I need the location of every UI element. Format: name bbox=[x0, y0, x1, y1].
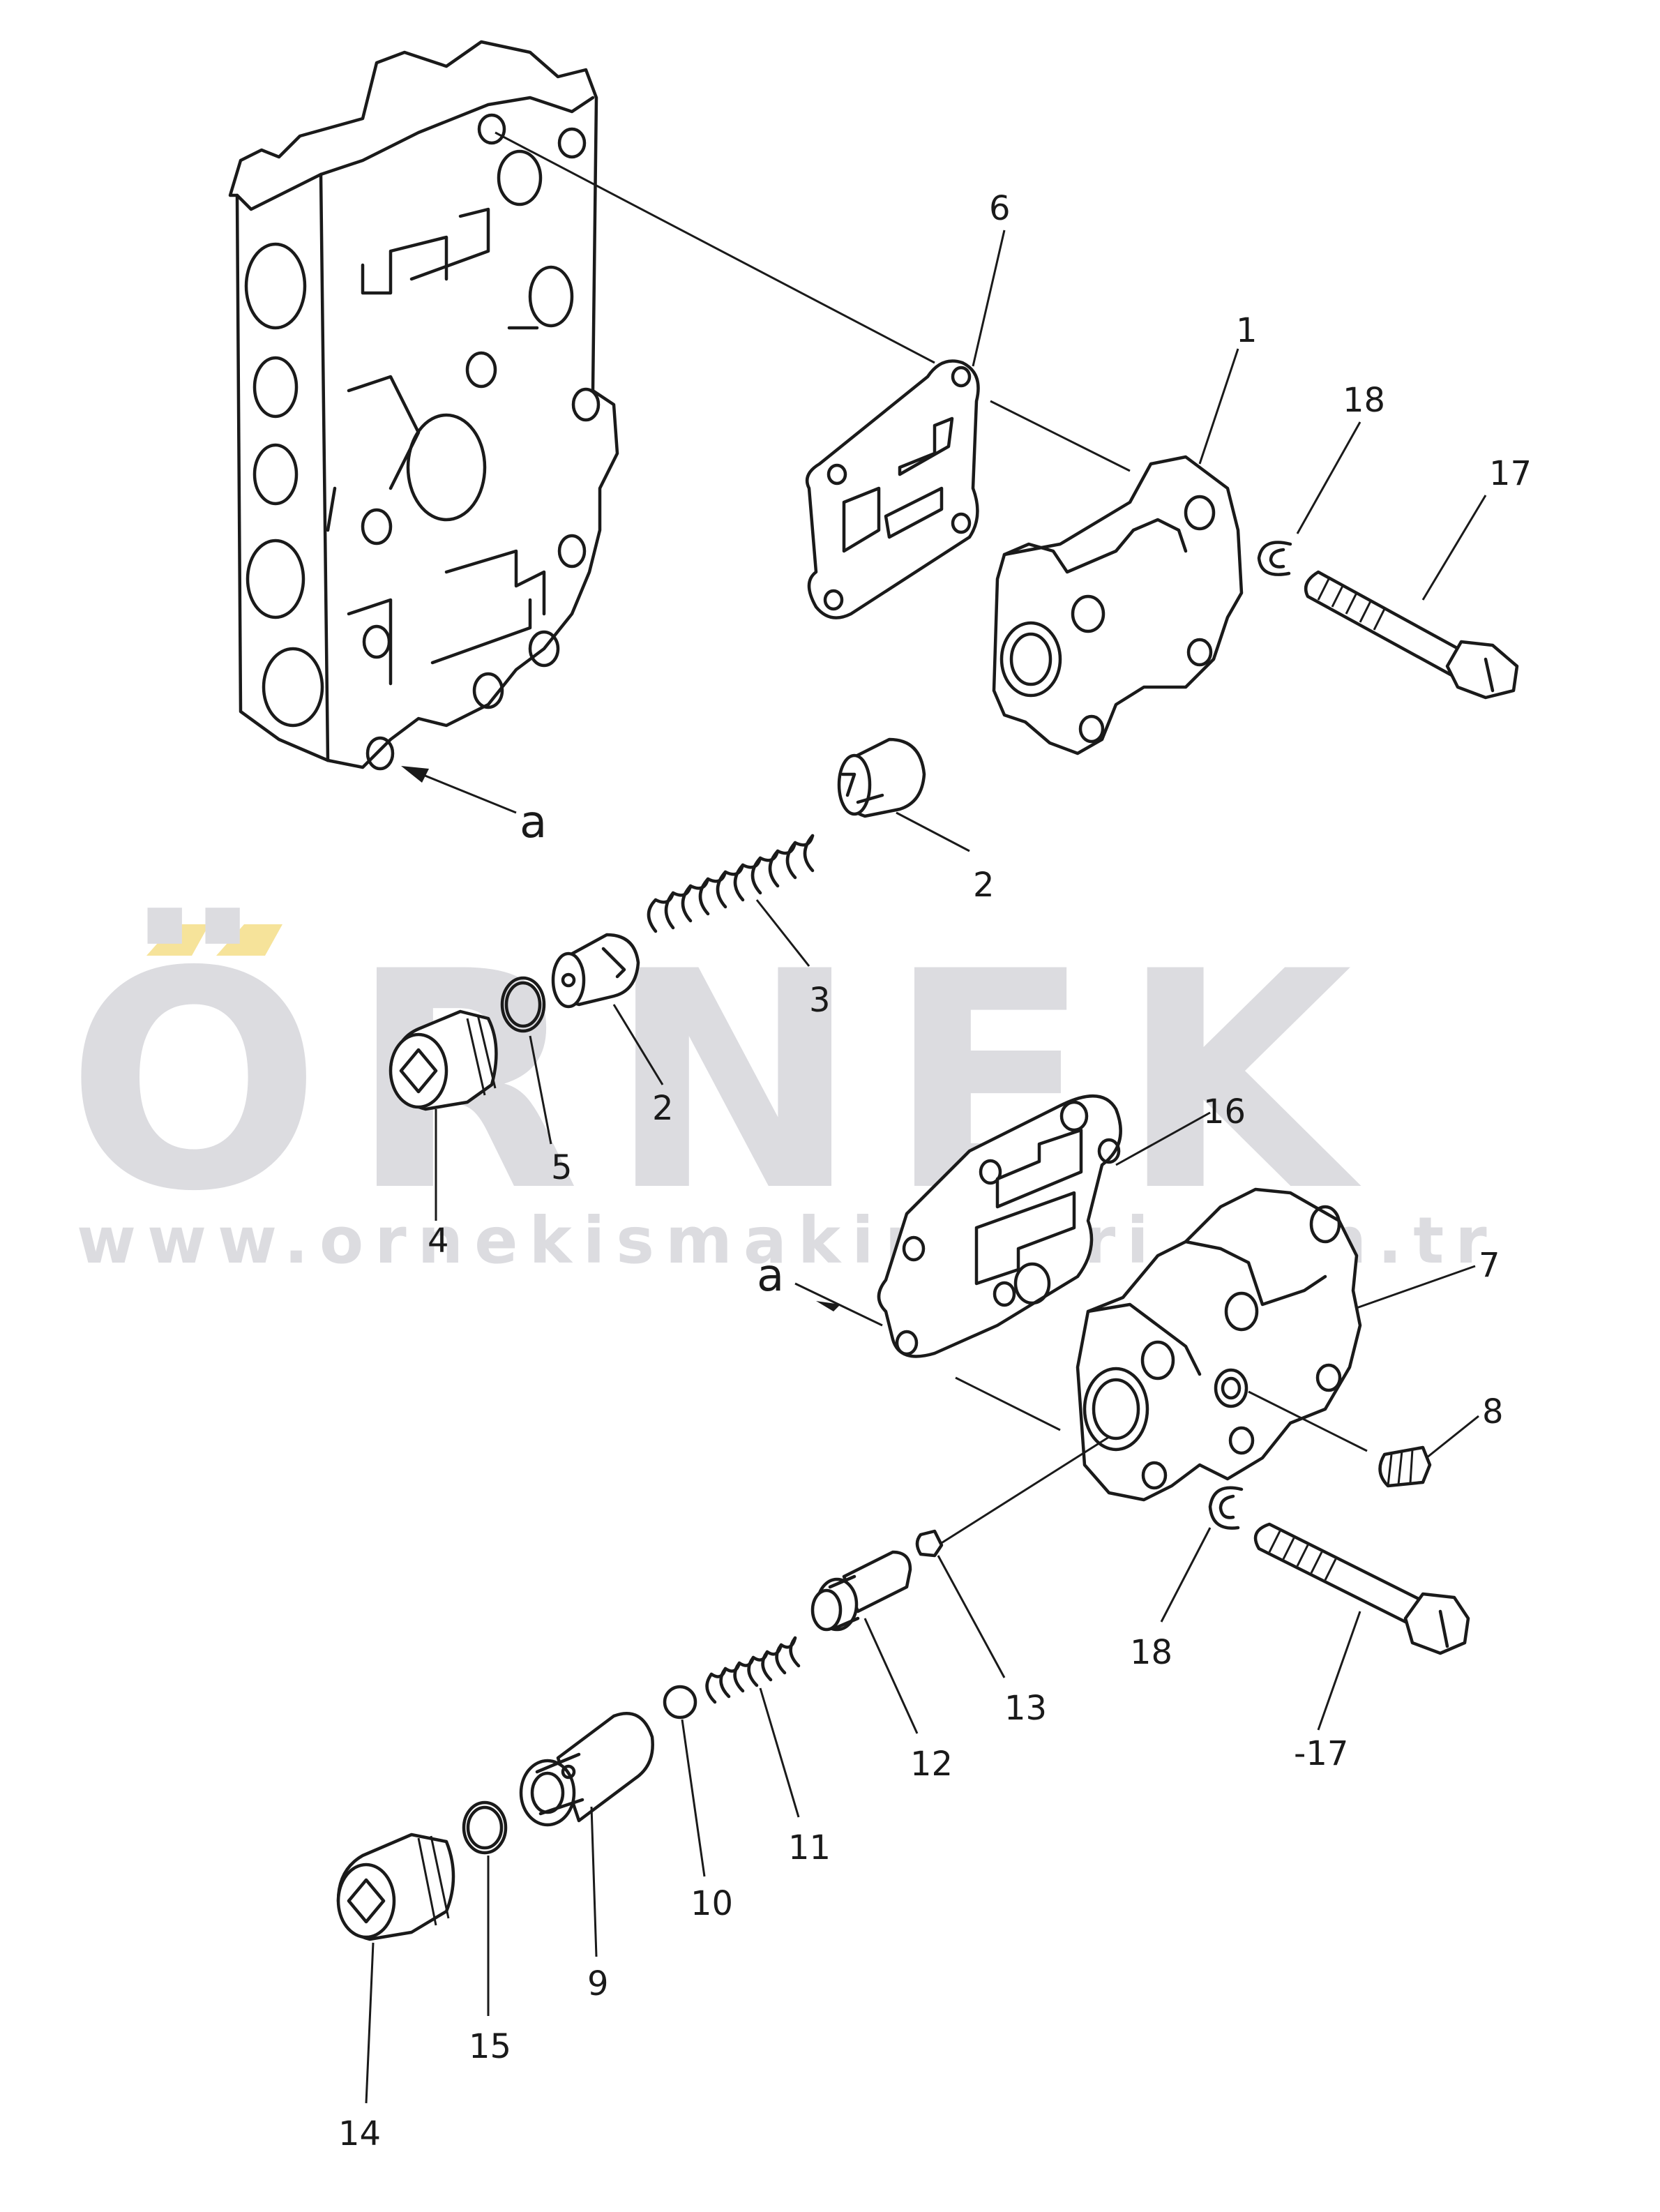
callout-part-13: 13 bbox=[1004, 1689, 1047, 1728]
port-circle bbox=[252, 443, 299, 506]
callout-part-4: 4 bbox=[428, 1221, 449, 1261]
ball-part-10 bbox=[663, 1685, 697, 1720]
watermark-accent-left bbox=[146, 924, 209, 956]
o-ring-part-5 bbox=[500, 976, 546, 1033]
snap-ring-part-18-lower bbox=[1208, 1486, 1244, 1530]
callout-part-7: 7 bbox=[1479, 1246, 1500, 1285]
plug-part-14 bbox=[336, 1833, 455, 1941]
sleeve-part-9 bbox=[519, 1712, 654, 1827]
leader-lines bbox=[365, 230, 1487, 2104]
spring-part-11 bbox=[705, 1636, 801, 1704]
callout-part-6: 6 bbox=[989, 189, 1011, 228]
cover-part-1 bbox=[992, 455, 1244, 755]
callout-part-2-lower: 2 bbox=[652, 1089, 674, 1128]
callout-part-2-upper: 2 bbox=[973, 866, 995, 905]
view-arrow-a-lower: a bbox=[757, 1250, 883, 1327]
callout-part-18-lower: 18 bbox=[1130, 1633, 1172, 1672]
seat-part-13 bbox=[915, 1529, 944, 1558]
callout-part-17-lower: -17 bbox=[1294, 1734, 1348, 1773]
port-circle bbox=[244, 242, 307, 330]
callout-part-1: 1 bbox=[1236, 311, 1258, 350]
port-circle bbox=[246, 539, 305, 619]
callout-part-17-upper: 17 bbox=[1489, 454, 1532, 493]
assembly-line bbox=[955, 1376, 1061, 1431]
callout-part-5: 5 bbox=[551, 1148, 573, 1187]
callout-labels: 6 1 18 17 2 3 2 5 4 16 7 8 18 -17 13 12 … bbox=[338, 189, 1532, 2153]
cover-part-7 bbox=[1076, 1187, 1362, 1502]
view-marker-a-lower: a bbox=[757, 1250, 784, 1302]
bolt-part-17-upper bbox=[1304, 570, 1519, 700]
view-arrow-a-upper: a bbox=[401, 766, 547, 848]
plug-part-4 bbox=[388, 1009, 498, 1111]
watermark-logo: ÖRNEK bbox=[66, 905, 1380, 1257]
port-circle bbox=[252, 356, 299, 419]
callout-part-14: 14 bbox=[338, 2114, 381, 2153]
callout-part-15: 15 bbox=[469, 2027, 511, 2066]
callout-part-9: 9 bbox=[587, 1964, 609, 2003]
view-marker-a-upper: a bbox=[520, 797, 547, 848]
spool-part-2-upper bbox=[837, 737, 926, 818]
snap-ring-part-18-upper bbox=[1257, 541, 1292, 576]
o-ring-part-15 bbox=[462, 1800, 508, 1855]
callout-part-16: 16 bbox=[1203, 1092, 1246, 1131]
gasket-part-6 bbox=[805, 359, 980, 619]
callout-part-12: 12 bbox=[910, 1745, 953, 1784]
assembly-line bbox=[937, 1436, 1110, 1547]
assembly-line bbox=[1248, 1390, 1368, 1452]
assembly-line bbox=[495, 131, 935, 364]
spring-part-3 bbox=[647, 834, 815, 933]
watermark-accent-right bbox=[216, 924, 282, 956]
callout-part-10: 10 bbox=[691, 1884, 733, 1923]
valve-body-housing bbox=[228, 40, 619, 771]
callout-part-3: 3 bbox=[809, 981, 831, 1020]
callout-part-11: 11 bbox=[788, 1828, 831, 1867]
callout-part-18-upper: 18 bbox=[1343, 381, 1385, 420]
spool-part-2-lower bbox=[551, 933, 640, 1009]
gasket-part-16 bbox=[877, 1094, 1122, 1358]
assembly-line bbox=[990, 400, 1131, 472]
port-circle bbox=[262, 647, 324, 728]
callout-part-8: 8 bbox=[1482, 1392, 1504, 1431]
bolt-part-17-lower bbox=[1253, 1522, 1470, 1655]
valve-part-12 bbox=[810, 1550, 912, 1632]
plug-part-8 bbox=[1378, 1445, 1432, 1488]
